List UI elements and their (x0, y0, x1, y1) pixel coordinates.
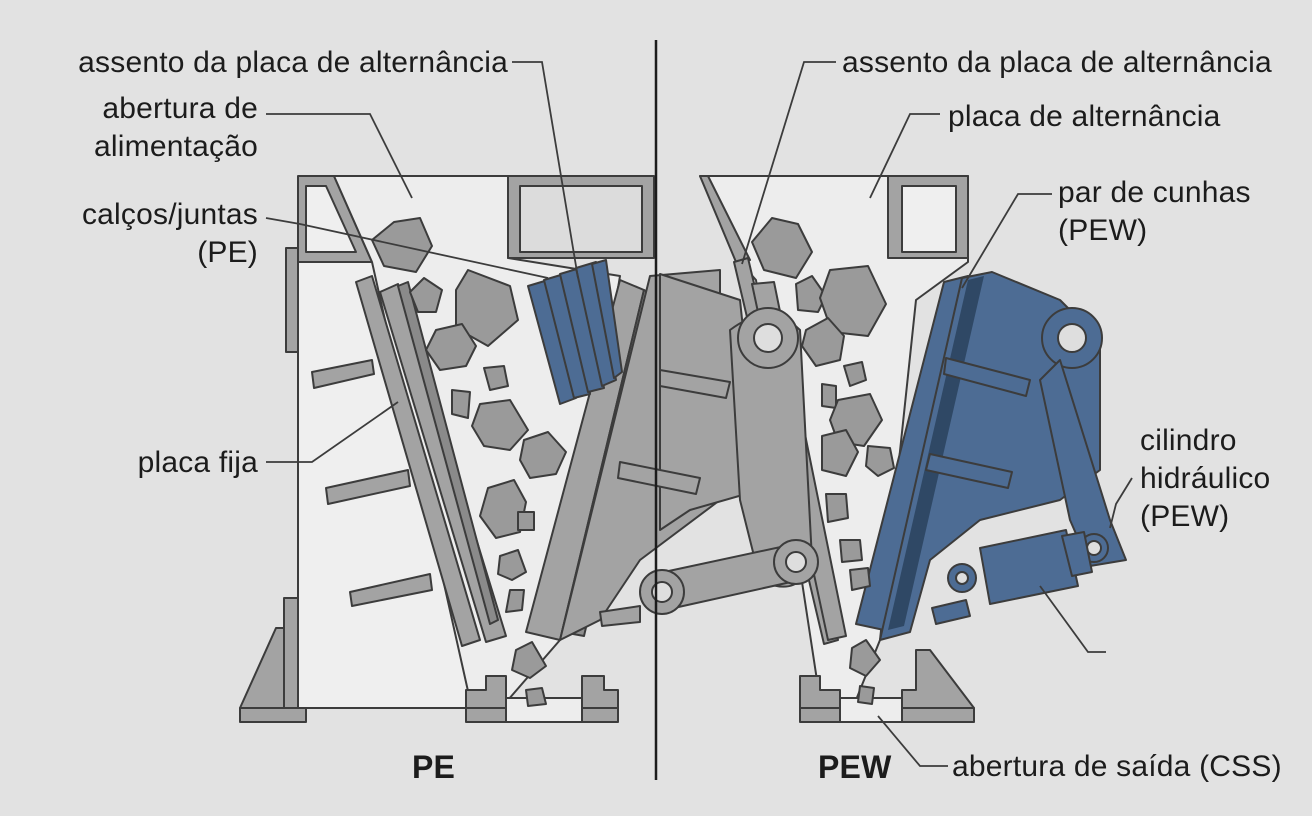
pew-cylinder-label-1: cilindro (1140, 424, 1237, 457)
pe-feed-opening-label-1: abertura de (102, 92, 258, 125)
pew-discharge-label: abertura de saída (CSS) (952, 750, 1282, 783)
pew-toggle-seat-label: assento da placa de alternância (842, 46, 1272, 79)
pe-fixed-plate-label: placa fija (137, 446, 258, 479)
pew-cylinder-label-3: (PEW) (1140, 500, 1230, 533)
pe-shims-label-2: (PE) (197, 236, 258, 269)
pew-movable-jaw (855, 271, 1127, 641)
leader-lines (265, 61, 1133, 767)
pew-linkage (599, 273, 819, 627)
pe-fixed-jaw (355, 275, 507, 647)
pew-wedges-label-1: par de cunhas (1058, 176, 1251, 209)
pew-model-label: PEW (818, 749, 892, 785)
pe-toggle-seat-label: assento da placa de alternância (78, 46, 508, 79)
pe-shims (527, 259, 623, 405)
pe-model-label: PE (412, 749, 456, 785)
pew-toggle-plate-label: placa de alternância (948, 100, 1221, 133)
pe-feed-opening-label-2: alimentação (94, 130, 258, 163)
pe-shims-label-1: calços/juntas (81, 198, 258, 231)
pew-cylinder-label-2: hidráulico (1140, 462, 1271, 495)
pew-wedges-label-2: (PEW) (1058, 214, 1148, 247)
